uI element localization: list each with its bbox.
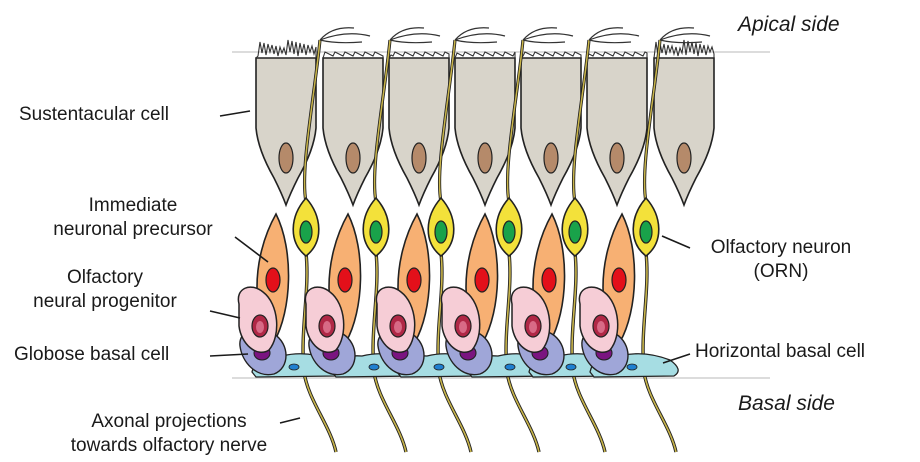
progenitor-nucleolus xyxy=(323,321,331,333)
sustentacular-nucleus xyxy=(412,143,426,173)
horizontal-basal-cell-label: Horizontal basal cell xyxy=(695,340,865,364)
precursor-nucleus xyxy=(542,268,556,292)
progenitor-nucleolus xyxy=(529,321,537,333)
immediate-label-line1: Immediate xyxy=(28,194,238,218)
orn-label-line1: Olfactory neuron xyxy=(692,236,870,260)
axon-outline xyxy=(643,253,676,452)
neuron-nucleus xyxy=(435,221,447,243)
olfactory-cilia xyxy=(390,28,440,43)
neuron-nucleus xyxy=(569,221,581,243)
progenitor-nucleolus xyxy=(597,321,605,333)
horizontal-nucleus xyxy=(434,364,444,370)
basal-side-label: Basal side xyxy=(738,392,835,416)
progenitor-nucleolus xyxy=(394,321,402,333)
horizontal-nucleus xyxy=(505,364,515,370)
sustentacular-nucleus xyxy=(478,143,492,173)
neuron-nucleus xyxy=(300,221,312,243)
leader-orn xyxy=(662,236,690,248)
progenitor-nucleolus xyxy=(256,321,264,333)
progenitor-nucleolus xyxy=(459,321,467,333)
sustentacular-cell xyxy=(587,52,647,205)
olfactory-cilia xyxy=(523,28,573,43)
sustentacular-cell xyxy=(654,40,714,205)
axonal-label-line2: towards olfactory nerve xyxy=(49,434,289,458)
olfactory-neuron xyxy=(428,198,454,256)
sustentacular-cell xyxy=(256,40,316,205)
microvilli xyxy=(389,52,449,58)
horizontal-nucleus xyxy=(289,364,299,370)
neuron-nucleus xyxy=(640,221,652,243)
sustentacular-cell-body xyxy=(654,58,714,205)
precursor-nucleus xyxy=(407,268,421,292)
progenitor-label-line2: neural progenitor xyxy=(6,290,204,314)
immediate-neuronal-precursor-label: Immediate neuronal precursor xyxy=(28,194,238,242)
orn-label-line2: (ORN) xyxy=(692,260,870,284)
sustentacular-nucleus xyxy=(677,143,691,173)
apical-side-label: Apical side xyxy=(738,13,840,37)
olfactory-cilia xyxy=(660,28,710,43)
olfactory-cilia xyxy=(589,28,639,43)
olfactory-neuron xyxy=(293,198,319,256)
olfactory-neural-progenitor-label: Olfactory neural progenitor xyxy=(6,266,204,314)
microvilli xyxy=(587,52,647,58)
olfactory-neuron-label: Olfactory neuron (ORN) xyxy=(692,236,870,284)
horizontal-nucleus xyxy=(369,364,379,370)
olfactory-neuron xyxy=(562,198,588,256)
microvilli xyxy=(323,52,383,58)
olfactory-cilia xyxy=(455,28,505,43)
horizontal-nucleus xyxy=(627,364,637,370)
sustentacular-cell-label: Sustentacular cell xyxy=(19,103,169,127)
axonal-projections-label: Axonal projections towards olfactory ner… xyxy=(49,410,289,458)
axonal-label-line1: Axonal projections xyxy=(49,410,289,434)
leader-progenitor xyxy=(210,311,240,318)
microvilli xyxy=(256,40,316,58)
microvilli xyxy=(455,52,515,58)
globose-basal-cell-label: Globose basal cell xyxy=(14,343,169,367)
neuron-nucleus xyxy=(503,221,515,243)
microvilli xyxy=(521,52,581,58)
precursor-nucleus xyxy=(338,268,352,292)
progenitor-label-line1: Olfactory xyxy=(6,266,204,290)
sustentacular-nucleus xyxy=(346,143,360,173)
olfactory-neuron xyxy=(496,198,522,256)
olfactory-neuron xyxy=(633,198,659,256)
precursor-nucleus xyxy=(475,268,489,292)
precursor-nucleus xyxy=(612,268,626,292)
neuron-nucleus xyxy=(370,221,382,243)
olfactory-cilia xyxy=(320,28,370,43)
horizontal-nucleus xyxy=(566,364,576,370)
olfactory-neuron xyxy=(363,198,389,256)
immediate-label-line2: neuronal precursor xyxy=(28,218,238,242)
precursor-nucleus xyxy=(266,268,280,292)
sustentacular-nucleus xyxy=(610,143,624,173)
leader-sustentacular xyxy=(220,111,250,116)
sustentacular-nucleus xyxy=(279,143,293,173)
sustentacular-nucleus xyxy=(544,143,558,173)
sustentacular-cell-body xyxy=(587,58,647,205)
